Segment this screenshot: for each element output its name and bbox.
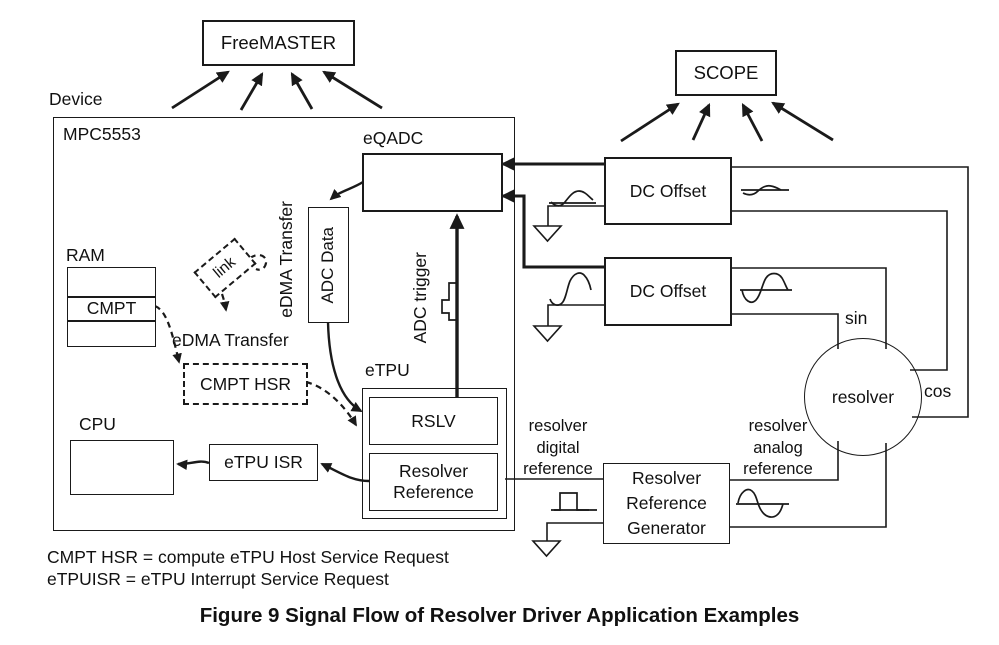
cmpt-hsr-label: CMPT HSR: [199, 373, 292, 394]
offset-sine-icon: [549, 190, 596, 207]
etpu-label: eTPU: [365, 360, 410, 380]
ram-divider: [68, 296, 155, 298]
rslv-label: RSLV: [411, 410, 456, 431]
etpu-isr-label: eTPU ISR: [224, 452, 303, 472]
chip-label: MPC5553: [63, 124, 141, 144]
dc-offset-top-label: DC Offset: [629, 180, 707, 201]
eqadc-box: [362, 153, 503, 212]
cmpt-hsr-box: CMPT HSR: [183, 363, 308, 405]
scope-label: SCOPE: [693, 61, 759, 83]
resolver-wires: [505, 166, 969, 528]
cmpt-to-cmpthsr-dashed-arrow: [154, 304, 182, 364]
generator-line1: Resolver: [631, 468, 702, 488]
edma-transfer-vertical-label: eDMA Transfer: [275, 200, 296, 318]
cos-label: cos: [924, 381, 952, 401]
ram-label: RAM: [66, 245, 105, 265]
dc-offset-bottom-label: DC Offset: [629, 281, 707, 301]
digital-ref-line1: resolver: [528, 417, 588, 435]
freemaster-arrows-icon: [171, 70, 383, 111]
etpuisr-to-cpu-arrow: [176, 459, 210, 471]
legend-line1: CMPT HSR = compute eTPU Host Service Req…: [47, 547, 449, 567]
generator-line3: Generator: [627, 518, 706, 538]
resolver-label: resolver: [831, 386, 895, 407]
dc-offset-bottom-box: DC Offset: [604, 257, 732, 326]
cpu-box: [70, 440, 174, 495]
edma-transfer-vertical-wrap: eDMA Transfer: [274, 193, 298, 325]
ground-icon: [531, 522, 603, 558]
legend-line2: eTPUISR = eTPU Interrupt Service Request: [47, 569, 389, 589]
resolver-reference-line2: Reference: [393, 482, 474, 502]
adc-data-label: ADC Data: [318, 226, 338, 304]
dc-offset-to-eqadc-arrows: [500, 157, 604, 269]
freemaster-label: FreeMASTER: [220, 31, 337, 53]
freemaster-box: FreeMASTER: [202, 20, 355, 66]
sin-label: sin: [845, 308, 868, 328]
ram-box: CMPT: [67, 267, 156, 347]
digital-ref-line2: digital: [536, 438, 580, 457]
analog-ref-line2: analog: [753, 438, 803, 457]
adcdata-to-rslv-arrow: [326, 321, 363, 413]
edma-transfer-label: eDMA Transfer: [172, 330, 289, 350]
adc-trigger-label: ADC trigger: [409, 252, 430, 344]
rslv-box: RSLV: [369, 397, 498, 445]
resolver-reference-box: Resolver Reference: [369, 453, 498, 511]
cmpthsr-to-etpu-dashed-arrow: [305, 380, 357, 427]
dc-offset-top-box: DC Offset: [604, 157, 732, 225]
sine-icon: [549, 272, 592, 306]
digital-ref-line3: reference: [523, 460, 593, 478]
ground-icon: [532, 205, 604, 243]
eqadc-to-adcdata-arrow: [329, 180, 364, 201]
analog-ref-line3: reference: [743, 460, 813, 478]
generator-line2: Reference: [626, 493, 707, 513]
scope-arrows-icon: [620, 101, 834, 143]
resolver-reference-line1: Resolver: [398, 461, 469, 481]
device-box: [53, 117, 515, 531]
link-label: link: [210, 253, 239, 282]
cmpt-cell: CMPT: [68, 297, 155, 320]
cpu-label: CPU: [79, 414, 116, 434]
ground-icon: [532, 304, 604, 343]
adc-data-box: ADC Data: [308, 207, 349, 323]
vertical-pulse-icon: [441, 282, 457, 321]
figure-caption: Figure 9 Signal Flow of Resolver Driver …: [199, 604, 800, 627]
etpu-isr-box: eTPU ISR: [209, 444, 318, 481]
sine-icon: [736, 488, 789, 518]
eqadc-label: eQADC: [363, 128, 424, 148]
resolver-reference-to-etpuisr-arrow: [320, 462, 370, 483]
etpu-box: [362, 388, 507, 519]
cmpt-label: CMPT: [86, 298, 137, 318]
ram-divider: [68, 320, 155, 322]
analog-ref-line1: resolver: [748, 417, 808, 435]
sine-icon: [740, 272, 792, 303]
resolver-analog-reference-label: resolver analog reference: [726, 416, 830, 481]
link-tail-dashed: [249, 254, 268, 271]
pulse-icon: [551, 492, 597, 511]
adc-trigger-wrap: ADC trigger: [408, 248, 432, 348]
scope-box: SCOPE: [675, 50, 777, 96]
link-down-dashed-arrow: [219, 293, 230, 312]
resolver-circle: resolver: [804, 338, 922, 456]
small-sine-icon: [741, 184, 789, 196]
resolver-digital-reference-label: resolver digital reference: [506, 416, 610, 481]
device-label: Device: [49, 89, 103, 109]
resolver-reference-generator-box: Resolver Reference Generator: [603, 463, 730, 544]
